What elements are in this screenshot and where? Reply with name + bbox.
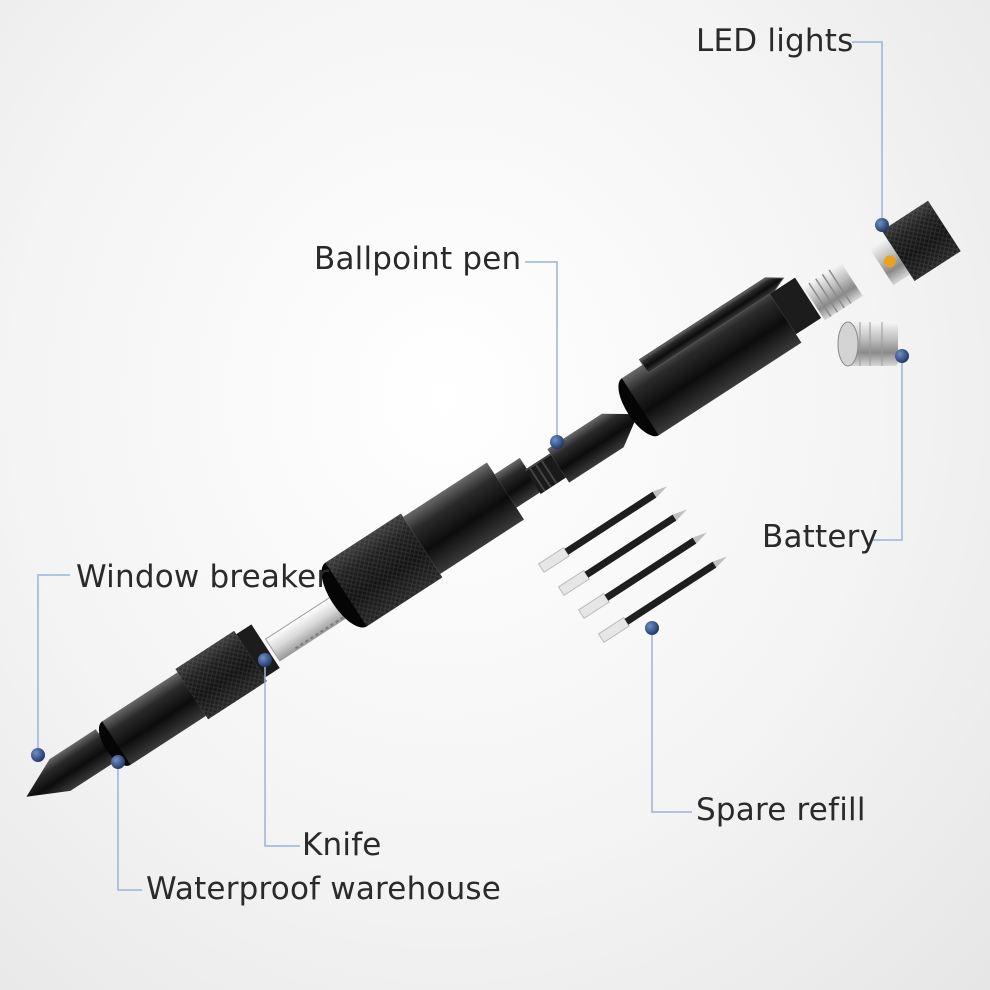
leader-waterproof-warehouse <box>117 762 142 891</box>
leader-knife <box>264 662 300 847</box>
leader-lines <box>37 41 903 891</box>
battery-cell <box>837 321 898 367</box>
label-battery: Battery <box>762 519 879 555</box>
leader-window-breaker <box>37 574 70 752</box>
ballpoint-pen-tip <box>524 413 638 494</box>
marker-led-lights <box>875 218 889 232</box>
label-waterproof-warehouse: Waterproof warehouse <box>146 871 502 907</box>
marker-window-breaker <box>31 748 45 762</box>
pen-cap-with-clip <box>618 277 822 437</box>
label-ballpoint-pen: Ballpoint pen <box>314 241 522 277</box>
main-grip-body <box>321 457 542 628</box>
leader-battery <box>872 358 903 541</box>
marker-knife <box>258 653 272 667</box>
waterproof-warehouse-body <box>98 624 280 766</box>
marker-ballpoint-pen <box>550 435 564 449</box>
marker-battery <box>895 349 909 363</box>
leader-ballpoint-pen <box>525 261 558 440</box>
leader-spare-refill <box>651 630 692 813</box>
silver-coupling <box>803 262 863 321</box>
marker-dots <box>31 218 909 769</box>
label-spare-refill: Spare refill <box>696 792 866 828</box>
label-led-lights: LED lights <box>696 23 854 59</box>
spare-refills <box>537 486 728 644</box>
leader-led-lights <box>852 41 883 222</box>
led-light-head <box>869 200 961 286</box>
label-knife: Knife <box>302 827 382 863</box>
label-window-breaker: Window breaker <box>76 559 330 595</box>
marker-spare-refill <box>645 621 659 635</box>
marker-waterproof-warehouse <box>111 755 125 769</box>
